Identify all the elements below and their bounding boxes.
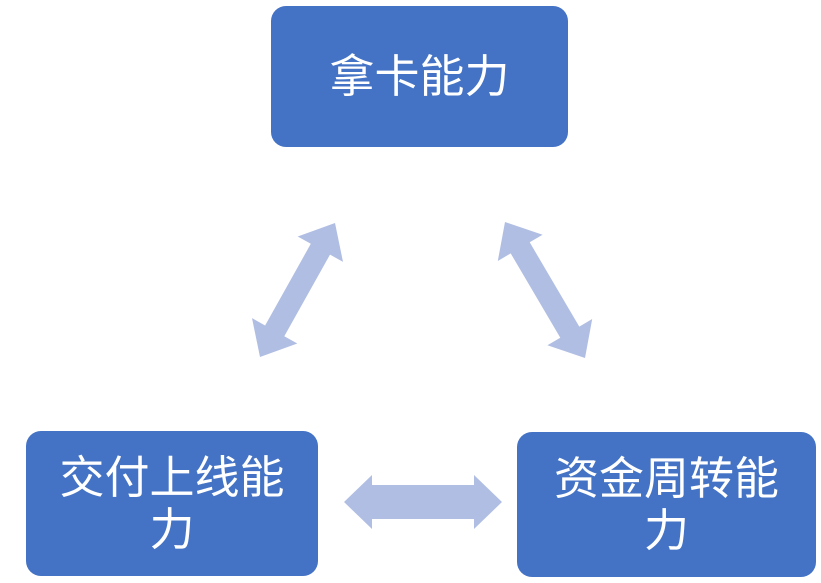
double-arrow-bottom-left-to-bottom-right-icon <box>344 475 502 529</box>
node-label-delivery-launch: 交付上线能力 <box>59 451 285 555</box>
double-arrow-top-to-bottom-left-icon <box>252 223 343 357</box>
node-label-capital-turnover: 资金周转能力 <box>553 452 779 556</box>
node-card-acquisition-ability: 拿卡能力 <box>271 6 568 147</box>
node-capital-turnover-ability: 资金周转能力 <box>517 432 816 577</box>
double-arrow-top-to-bottom-right-icon <box>497 222 593 358</box>
node-label-card-acquisition: 拿卡能力 <box>329 50 510 102</box>
node-delivery-launch-ability: 交付上线能力 <box>26 431 318 576</box>
